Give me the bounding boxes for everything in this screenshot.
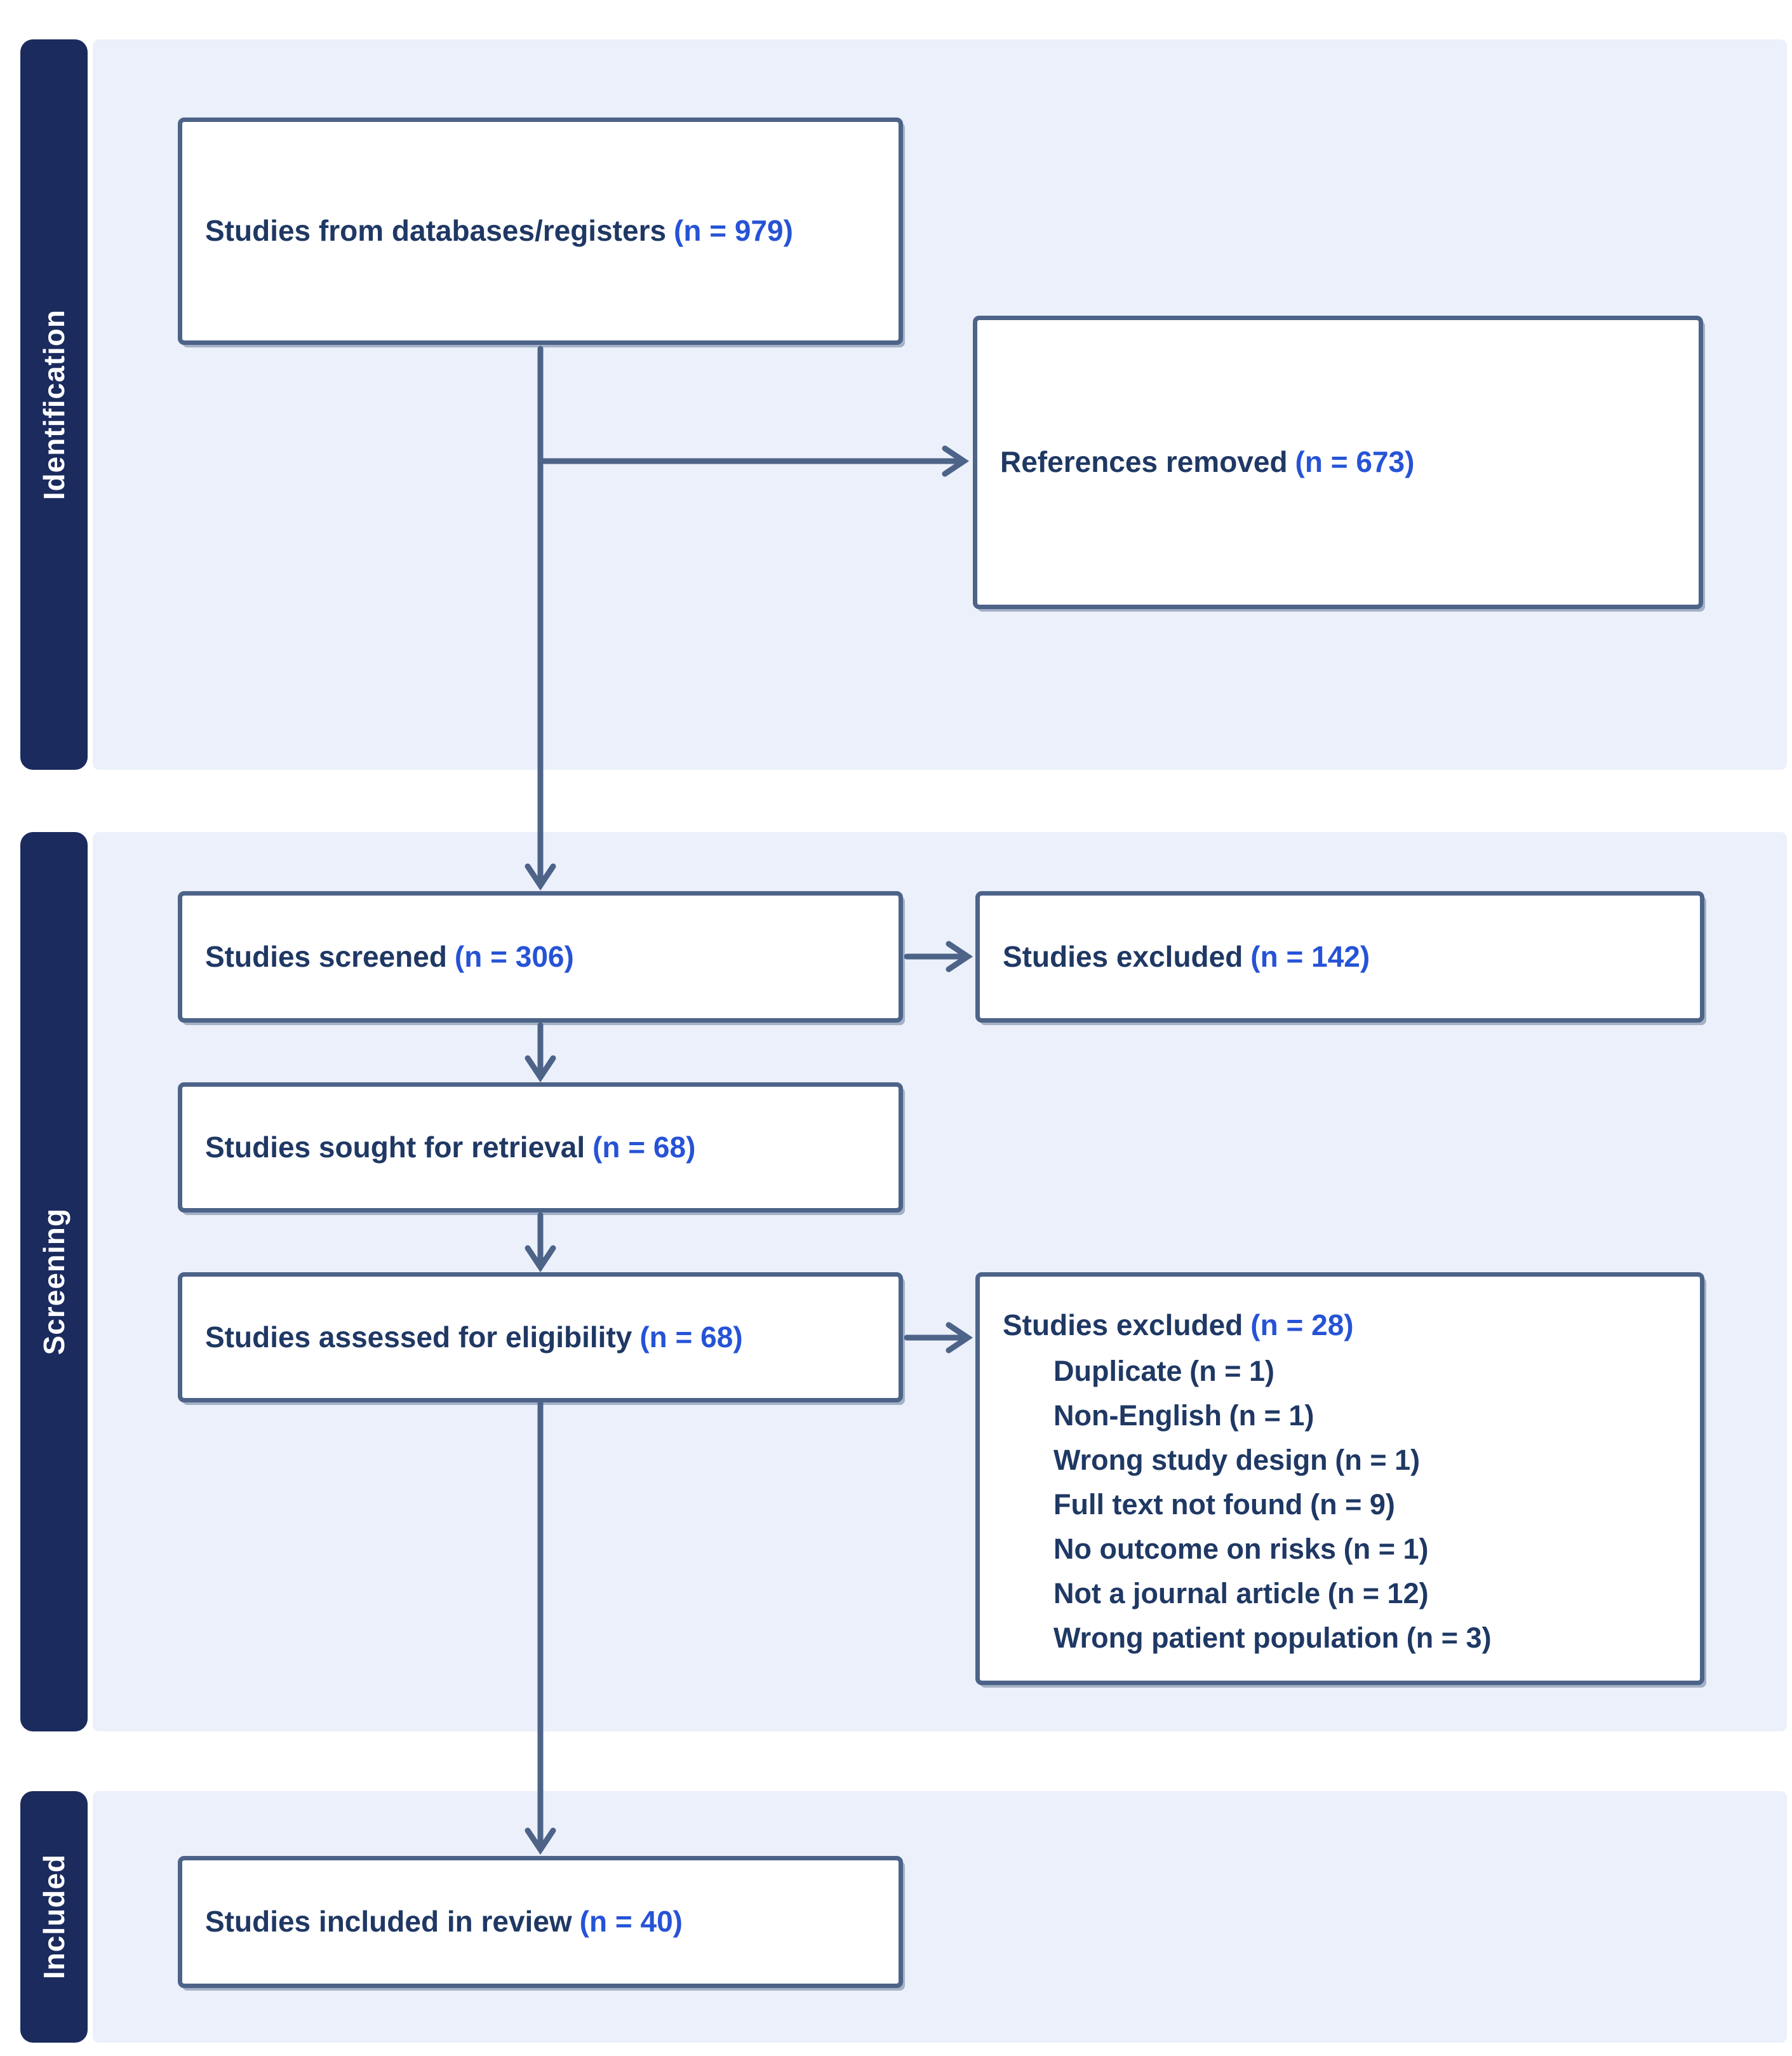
box-count: (n = 979) [674, 214, 793, 248]
identification-label: Identification [37, 309, 70, 501]
reason-count: (n = 1) [1189, 1354, 1275, 1387]
exclusion-reason: Full text not found(n = 9) [1053, 1482, 1688, 1527]
box-count: (n = 68) [639, 1320, 743, 1354]
reason-count: (n = 3) [1406, 1621, 1492, 1654]
reason-count: (n = 1) [1229, 1399, 1314, 1432]
exclusion-reason: Not a journal article(n = 12) [1053, 1571, 1688, 1616]
box-label: Studies screened [205, 939, 447, 973]
exclusion-reason: Duplicate(n = 1) [1053, 1349, 1688, 1394]
box-studies-from-databases: Studies from databases/registers(n = 979… [178, 118, 903, 345]
box-count: (n = 28) [1250, 1308, 1354, 1341]
box-count: (n = 142) [1250, 939, 1370, 973]
box-count: (n = 306) [454, 939, 574, 973]
reason-label: Full text not found [1053, 1488, 1303, 1521]
reason-count: (n = 9) [1310, 1488, 1395, 1521]
sidebar-screening: Screening [20, 832, 88, 1731]
box-label: Studies from databases/registers [205, 214, 667, 248]
box-label: References removed [1000, 445, 1288, 479]
sidebar-included: Included [20, 1791, 88, 2043]
box-studies-included: Studies included in review(n = 40) [178, 1856, 903, 1988]
box-studies-excluded-eligibility: Studies excluded(n = 28) Duplicate(n = 1… [975, 1272, 1704, 1685]
reason-label: Not a journal article [1053, 1576, 1321, 1609]
sidebar-identification: Identification [20, 39, 88, 770]
reason-count: (n = 1) [1343, 1532, 1429, 1565]
box-references-removed: References removed(n = 673) [973, 316, 1703, 609]
box-label: Studies sought for retrieval [205, 1130, 585, 1164]
exclusion-reason: Non-English(n = 1) [1053, 1394, 1688, 1438]
included-label: Included [37, 1854, 70, 1980]
reason-label: Wrong patient population [1053, 1621, 1400, 1654]
box-label: Studies assessed for eligibility [205, 1320, 632, 1354]
box-label: Studies included in review [205, 1905, 572, 1938]
reason-count: (n = 12) [1327, 1576, 1429, 1609]
reason-count: (n = 1) [1335, 1443, 1421, 1476]
screening-label: Screening [37, 1208, 70, 1355]
box-label: Studies excluded [1003, 1308, 1243, 1341]
box-studies-sought: Studies sought for retrieval(n = 68) [178, 1082, 903, 1213]
exclusion-reasons-list: Duplicate(n = 1) Non-English(n = 1) Wron… [980, 1344, 1700, 1660]
reason-label: Duplicate [1053, 1354, 1182, 1387]
reason-label: No outcome on risks [1053, 1532, 1337, 1565]
exclusion-reason: Wrong study design(n = 1) [1053, 1438, 1688, 1482]
reason-label: Wrong study design [1053, 1443, 1328, 1476]
box-studies-excluded-screening: Studies excluded(n = 142) [975, 891, 1704, 1023]
box-studies-assessed: Studies assessed for eligibility(n = 68) [178, 1272, 903, 1402]
box-label: Studies excluded [1003, 939, 1243, 973]
box-count: (n = 68) [592, 1130, 696, 1164]
reason-label: Non-English [1053, 1399, 1222, 1432]
exclusion-reason: No outcome on risks(n = 1) [1053, 1527, 1688, 1571]
box-studies-screened: Studies screened(n = 306) [178, 891, 903, 1023]
box-count: (n = 673) [1295, 445, 1415, 479]
exclusion-reason: Wrong patient population(n = 3) [1053, 1616, 1688, 1660]
box-count: (n = 40) [579, 1905, 683, 1938]
